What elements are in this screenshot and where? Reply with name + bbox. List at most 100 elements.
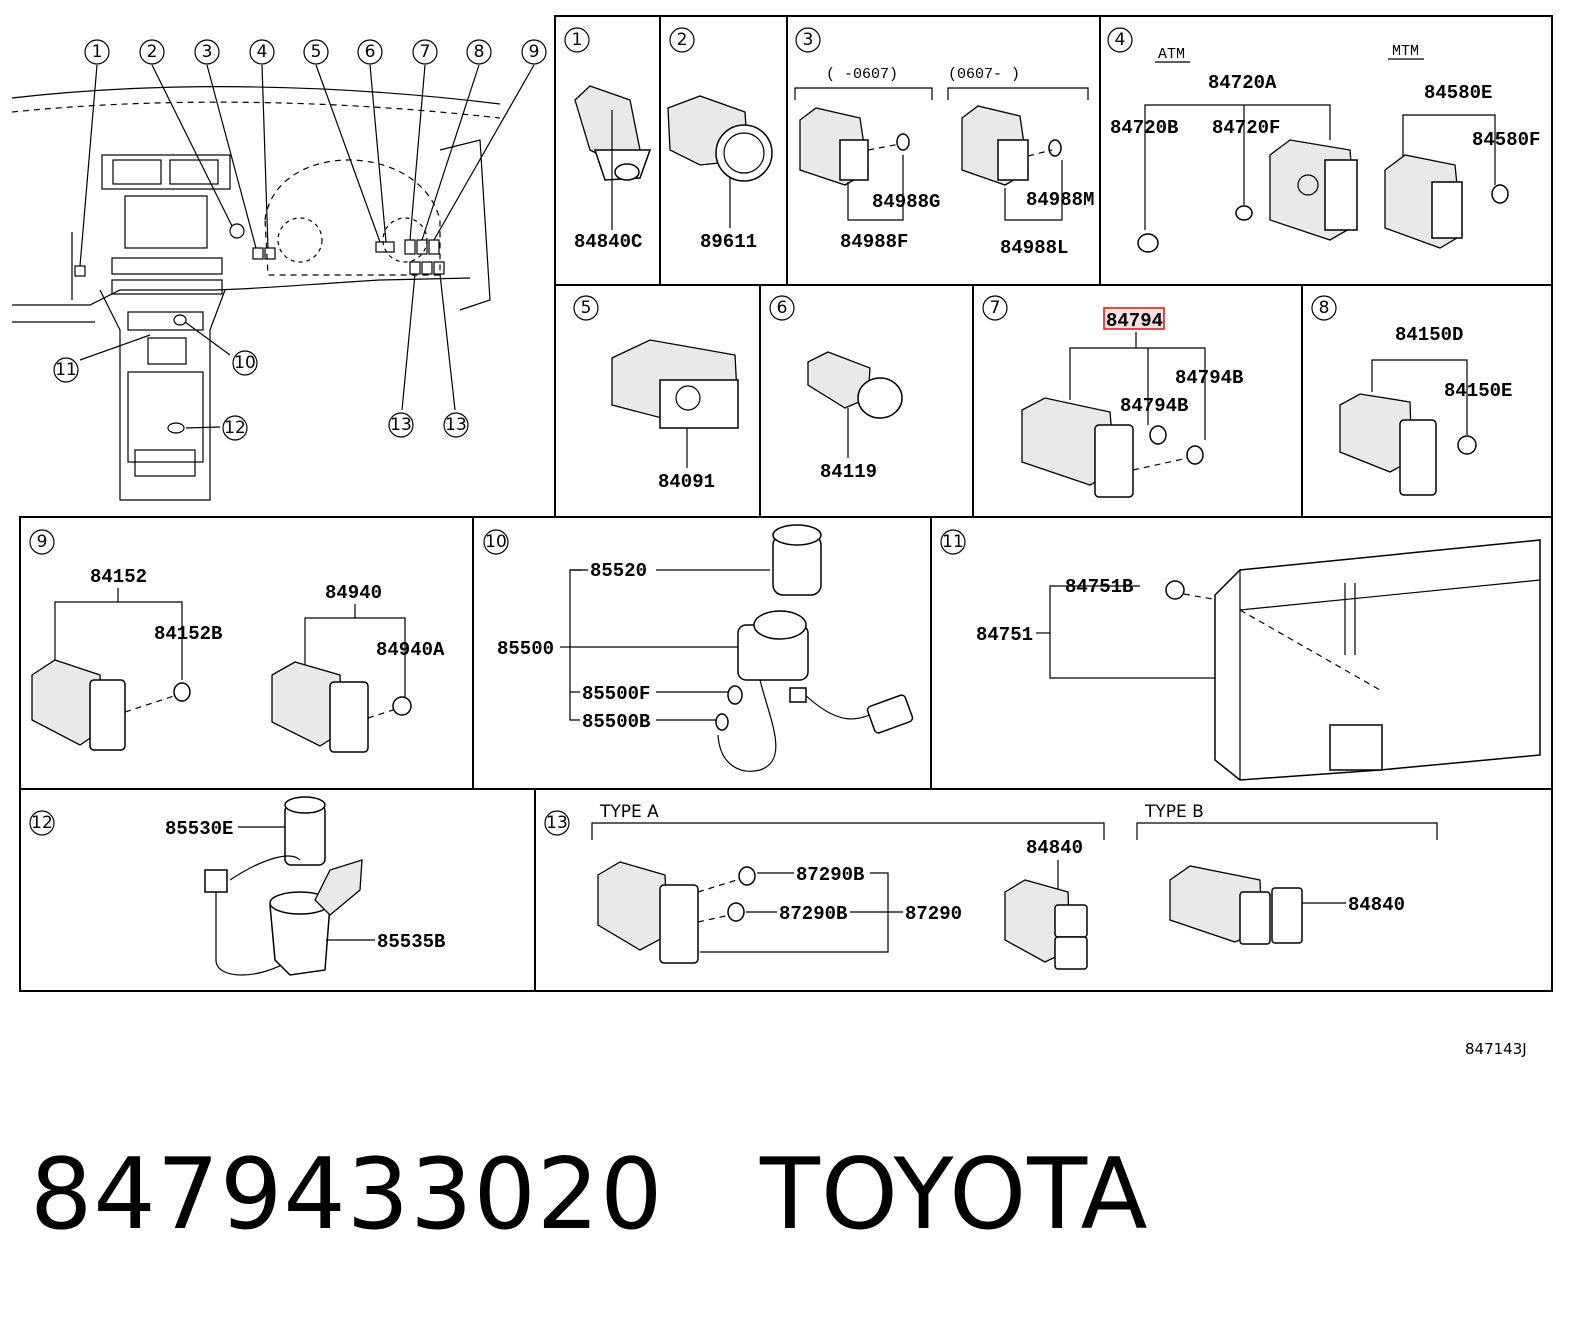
part-84988F[interactable]: 84988F <box>840 231 908 253</box>
svg-text:2: 2 <box>147 42 158 62</box>
parts-diagram: 1 2 3 4 5 6 7 8 9 11 10 12 13 13 1 <box>11 15 1553 992</box>
part-84091[interactable]: 84091 <box>658 471 715 493</box>
overview-callout-13b: 13 <box>443 412 469 438</box>
svg-text:8: 8 <box>474 42 485 62</box>
svg-text:13: 13 <box>445 415 467 435</box>
part-85500F[interactable]: 85500F <box>582 683 650 705</box>
part-84794B-2[interactable]: 84794B <box>1120 395 1188 417</box>
overview-callout-4: 4 <box>249 39 275 65</box>
part-85530E[interactable]: 85530E <box>165 818 233 840</box>
svg-text:5: 5 <box>581 298 592 318</box>
part-85520[interactable]: 85520 <box>590 560 647 582</box>
svg-text:3: 3 <box>803 30 814 50</box>
svg-text:13: 13 <box>390 415 412 435</box>
overview-callout-13a: 13 <box>388 412 414 438</box>
svg-text:4: 4 <box>257 42 268 62</box>
overview-callout-1: 1 <box>84 39 110 65</box>
svg-text:1: 1 <box>92 42 103 62</box>
overview-callout-10: 10 <box>232 350 258 376</box>
part-84580F[interactable]: 84580F <box>1472 129 1540 151</box>
part-87290B-1[interactable]: 87290B <box>796 864 864 886</box>
part-85500[interactable]: 85500 <box>497 638 554 660</box>
overview-callout-12: 12 <box>222 415 248 441</box>
part-87290B-2[interactable]: 87290B <box>779 903 847 925</box>
part-caption: 8479433020 TOYOTA <box>30 1138 1149 1252</box>
part-85535B[interactable]: 85535B <box>377 931 445 953</box>
type-a-label: TYPE A <box>599 802 659 822</box>
svg-text:ATM: ATM <box>1158 46 1185 63</box>
overview-callout-11: 11 <box>53 357 79 383</box>
part-84794B-1[interactable]: 84794B <box>1175 367 1243 389</box>
svg-text:10: 10 <box>234 353 256 373</box>
part-84751[interactable]: 84751 <box>976 624 1033 646</box>
svg-text:9: 9 <box>37 532 48 552</box>
part-84119[interactable]: 84119 <box>820 461 877 483</box>
panel-11: 11 84751B 84751 <box>940 529 1541 781</box>
caption-part-number: 8479433020 <box>30 1138 664 1252</box>
svg-text:10: 10 <box>485 532 507 552</box>
part-84988L[interactable]: 84988L <box>1000 237 1068 259</box>
svg-text:( -0607): ( -0607) <box>826 66 898 83</box>
part-84840-type-a[interactable]: 84840 <box>1026 837 1083 859</box>
part-84720F[interactable]: 84720F <box>1212 117 1280 139</box>
panel-12: 12 85530E 85535B <box>29 796 445 976</box>
part-84150D[interactable]: 84150D <box>1395 324 1463 346</box>
part-89611[interactable]: 89611 <box>700 231 757 253</box>
part-84940A[interactable]: 84940A <box>376 639 445 661</box>
overview-callout-5: 5 <box>303 39 329 65</box>
svg-text:1: 1 <box>572 30 583 50</box>
part-84988G[interactable]: 84988G <box>872 191 940 213</box>
svg-text:5: 5 <box>311 42 322 62</box>
part-84152B[interactable]: 84152B <box>154 623 222 645</box>
svg-text:11: 11 <box>942 532 964 552</box>
svg-text:9: 9 <box>529 42 540 62</box>
panel-6: 6 84119 <box>769 295 903 483</box>
part-84940[interactable]: 84940 <box>325 582 382 604</box>
panel-2: 2 89611 <box>667 27 773 253</box>
type-b-label: TYPE B <box>1144 802 1204 822</box>
svg-text:8: 8 <box>1319 298 1330 318</box>
panel-5: 5 84091 <box>573 295 739 493</box>
panel-1: 1 84840C <box>564 27 652 253</box>
svg-text:7: 7 <box>990 298 1001 318</box>
part-84152[interactable]: 84152 <box>90 566 147 588</box>
panel-grid <box>19 15 1553 992</box>
overview-callout-9: 9 <box>521 39 547 65</box>
part-84794-highlighted[interactable]: 84794 <box>1106 310 1163 332</box>
svg-text:2: 2 <box>677 30 688 50</box>
svg-text:12: 12 <box>31 813 53 833</box>
panel-4: 4 ATM MTM 84720A 84720B 84720F 84580E 84… <box>1107 27 1540 253</box>
overview-callout-6: 6 <box>357 39 383 65</box>
svg-text:7: 7 <box>420 42 431 62</box>
part-84840-type-b[interactable]: 84840 <box>1348 894 1405 916</box>
part-84150E[interactable]: 84150E <box>1444 380 1512 402</box>
panel-8: 8 84150D 84150E <box>1311 295 1512 496</box>
part-84580E[interactable]: 84580E <box>1424 82 1492 104</box>
overview-callout-7: 7 <box>412 39 438 65</box>
svg-text:6: 6 <box>777 298 788 318</box>
svg-text:11: 11 <box>55 360 77 380</box>
part-84840C[interactable]: 84840C <box>574 231 642 253</box>
caption-brand: TOYOTA <box>759 1138 1149 1252</box>
overview-callout-2: 2 <box>139 39 165 65</box>
part-84751B[interactable]: 84751B <box>1065 576 1133 598</box>
overview-callout-3: 3 <box>194 39 220 65</box>
svg-text:4: 4 <box>1115 30 1126 50</box>
part-87290[interactable]: 87290 <box>905 903 962 925</box>
part-85500B[interactable]: 85500B <box>582 711 650 733</box>
panel-7: 7 84794 84794B 84794B <box>982 295 1243 498</box>
svg-text:MTM: MTM <box>1392 43 1419 60</box>
svg-text:3: 3 <box>202 42 213 62</box>
dashboard-overview: 1 2 3 4 5 6 7 8 9 11 10 12 13 13 <box>11 39 547 501</box>
panel-10: 10 85520 85500 85500F 85500B <box>483 524 914 772</box>
svg-text:(0607- ): (0607- ) <box>948 66 1020 83</box>
panel-13: 13 TYPE A TYPE B 87290B 87290B 87290 848… <box>544 802 1438 970</box>
part-84720A[interactable]: 84720A <box>1208 72 1277 94</box>
part-84720B[interactable]: 84720B <box>1110 117 1178 139</box>
svg-text:12: 12 <box>224 418 246 438</box>
panel-9: 9 84152 84152B 84940 84940A <box>29 529 445 753</box>
overview-callout-8: 8 <box>466 39 492 65</box>
svg-text:6: 6 <box>365 42 376 62</box>
part-84988M[interactable]: 84988M <box>1026 189 1094 211</box>
diagram-reference-code: 847143J <box>1465 1040 1527 1058</box>
